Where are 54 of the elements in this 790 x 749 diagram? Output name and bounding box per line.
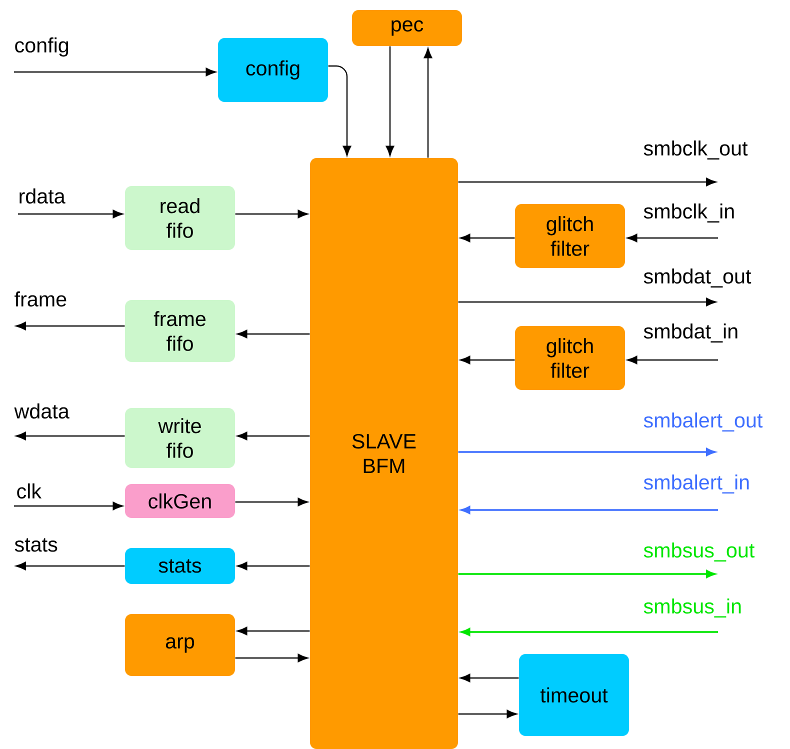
block-box: clkGen — [125, 484, 235, 518]
signal-label: stats — [14, 538, 58, 552]
block-box: timeout — [519, 654, 629, 736]
block-box: SLAVE BFM — [310, 158, 458, 749]
arrow — [627, 356, 718, 364]
block-box: arp — [125, 614, 235, 676]
arrow — [458, 298, 716, 306]
signal-label: smbdat_out — [644, 268, 752, 288]
arrow — [458, 710, 517, 718]
arrow — [235, 654, 308, 662]
signal-label: smbsus_in — [644, 598, 741, 618]
signal-label: smbsus_out — [644, 542, 755, 562]
signal-label: clk — [17, 483, 42, 499]
signal-label: rdata — [20, 188, 66, 204]
arrow — [460, 506, 718, 514]
arrow — [235, 210, 308, 218]
arrow — [14, 68, 216, 76]
arrow — [14, 502, 123, 510]
arrow — [458, 448, 716, 456]
arrow — [460, 628, 718, 636]
block-box: frame fifo — [125, 300, 235, 362]
signal-label: smbdat_in — [644, 323, 738, 343]
arrow — [460, 234, 515, 242]
block-box: stats — [125, 548, 235, 584]
arrow — [424, 48, 432, 158]
signal-label: smbclk_in — [644, 203, 734, 223]
arrow — [16, 562, 125, 570]
arrow — [18, 210, 123, 218]
block-box: read fifo — [125, 186, 235, 250]
arrow — [460, 674, 519, 682]
block-box: glitch filter — [515, 204, 625, 268]
signal-label: wdata — [14, 403, 70, 419]
block-box: write fifo — [125, 408, 235, 468]
block-box: pec — [352, 10, 462, 46]
arrow — [627, 234, 718, 242]
signal-label: smbalert_out — [644, 412, 763, 432]
arrow — [386, 46, 394, 156]
arrow — [458, 570, 716, 578]
arrow — [237, 626, 310, 636]
signal-label: smbclk_out — [644, 140, 748, 160]
arrow — [328, 65, 352, 156]
arrow — [237, 330, 310, 338]
block-box: glitch filter — [515, 326, 625, 390]
signal-label: smbalert_in — [644, 474, 749, 494]
arrow — [235, 498, 308, 506]
arrow — [16, 432, 125, 440]
block-box: config — [218, 38, 328, 102]
arrow — [460, 356, 515, 364]
arrow — [237, 562, 310, 570]
arrow — [458, 178, 716, 186]
arrow — [16, 322, 125, 330]
signal-label: config — [15, 37, 68, 57]
signal-label: frame — [14, 291, 66, 307]
arrow — [237, 432, 310, 440]
